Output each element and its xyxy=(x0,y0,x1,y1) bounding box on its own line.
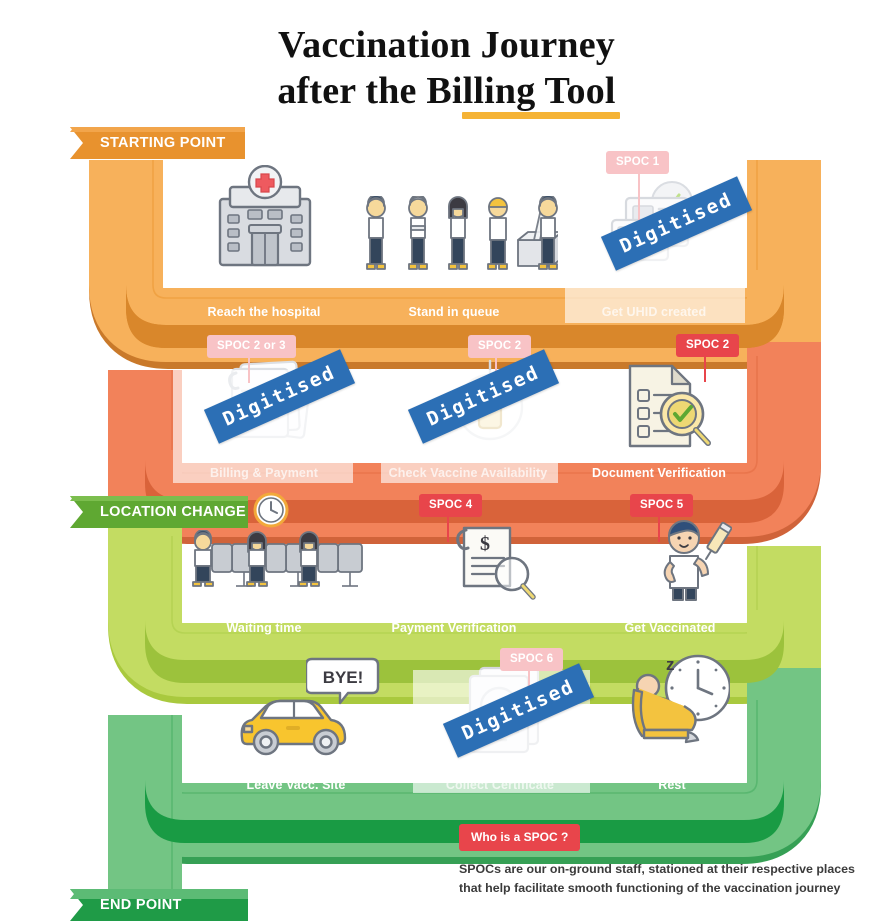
banner-shape-location xyxy=(70,496,248,528)
car-icon xyxy=(240,699,347,756)
bye-bubble-text: BYE! xyxy=(323,668,364,687)
spoc-connector-4 xyxy=(704,354,706,382)
payment-magnifier-icon: $ xyxy=(456,526,536,600)
title-underline xyxy=(462,112,620,119)
banner-location-change: LOCATION CHANGE xyxy=(70,496,264,528)
banner-label-starting-point: STARTING POINT xyxy=(100,135,226,151)
title-line-1: Vaccination Journey xyxy=(277,24,616,66)
spoc-description-line-1: SPOCs are our on-ground staff, stationed… xyxy=(459,862,855,876)
spoc-description: SPOCs are our on-ground staff, stationed… xyxy=(459,860,859,898)
spoc-tag-7: SPOC 6 xyxy=(500,648,564,671)
spoc-connector-7 xyxy=(528,668,530,690)
spoc-tag-6: SPOC 5 xyxy=(630,494,694,517)
title-line-2: after the Billing Tool xyxy=(277,70,616,112)
step-label-leave-site: Leave Vacc. Site xyxy=(246,778,346,792)
step-label-get-uhid: Get UHID created xyxy=(601,305,707,319)
spoc-tag-2: SPOC 2 or 3 xyxy=(207,335,296,358)
banner-shape-end xyxy=(70,889,248,921)
hospital-icon xyxy=(218,165,312,267)
resting-person-clock-icon: z xyxy=(631,654,730,744)
page-title: Vaccination Journey after the Billing To… xyxy=(0,22,893,114)
spoc-connector-2 xyxy=(248,355,250,383)
spoc-connector-1 xyxy=(638,170,640,248)
banner-end-point: END POINT xyxy=(70,889,248,921)
step-label-get-vaccinated: Get Vaccinated xyxy=(624,621,716,635)
clock-icon xyxy=(253,492,289,528)
spoc-tag-3: SPOC 2 xyxy=(468,335,532,358)
queue-person-after-counter-icon xyxy=(538,196,558,270)
banner-shape-starting xyxy=(70,127,245,159)
banner-starting-point: STARTING POINT xyxy=(70,127,245,159)
svg-text:$: $ xyxy=(480,533,490,555)
step-label-payment-verification: Payment Verification xyxy=(391,621,517,635)
step-label-billing-payment: Billing & Payment xyxy=(210,466,318,480)
step-label-check-vaccine: Check Vaccine Availability xyxy=(388,466,548,480)
who-is-spoc-badge: Who is a SPOC ? xyxy=(459,824,581,851)
queue-people-icon xyxy=(366,196,558,270)
vaccinated-person-icon xyxy=(663,520,732,601)
spoc-description-line-2: that help facilitate smooth functioning … xyxy=(459,881,841,895)
step-label-reach-hospital: Reach the hospital xyxy=(207,305,321,319)
step-label-stand-queue: Stand in queue xyxy=(408,305,500,319)
spoc-tag-1: SPOC 1 xyxy=(606,151,670,174)
sleep-z-icon: z xyxy=(666,655,675,674)
document-check-icon xyxy=(628,364,711,448)
waiting-chairs-icon xyxy=(192,530,363,587)
step-label-document-verification: Document Verification xyxy=(591,466,727,480)
banner-label-location-change: LOCATION CHANGE xyxy=(100,504,247,520)
bye-speech-bubble: BYE! xyxy=(306,657,380,705)
spoc-connector-3 xyxy=(495,355,497,383)
spoc-connector-6 xyxy=(658,514,660,542)
step-label-rest: Rest xyxy=(658,778,686,792)
spoc-tag-4: SPOC 2 xyxy=(676,334,740,357)
spoc-connector-5 xyxy=(447,514,449,542)
step-label-waiting-time: Waiting time xyxy=(226,621,302,635)
spoc-tag-5: SPOC 4 xyxy=(419,494,483,517)
step-label-collect-certificate: Collect Certificate xyxy=(445,778,555,792)
banner-label-end-point: END POINT xyxy=(100,897,182,913)
